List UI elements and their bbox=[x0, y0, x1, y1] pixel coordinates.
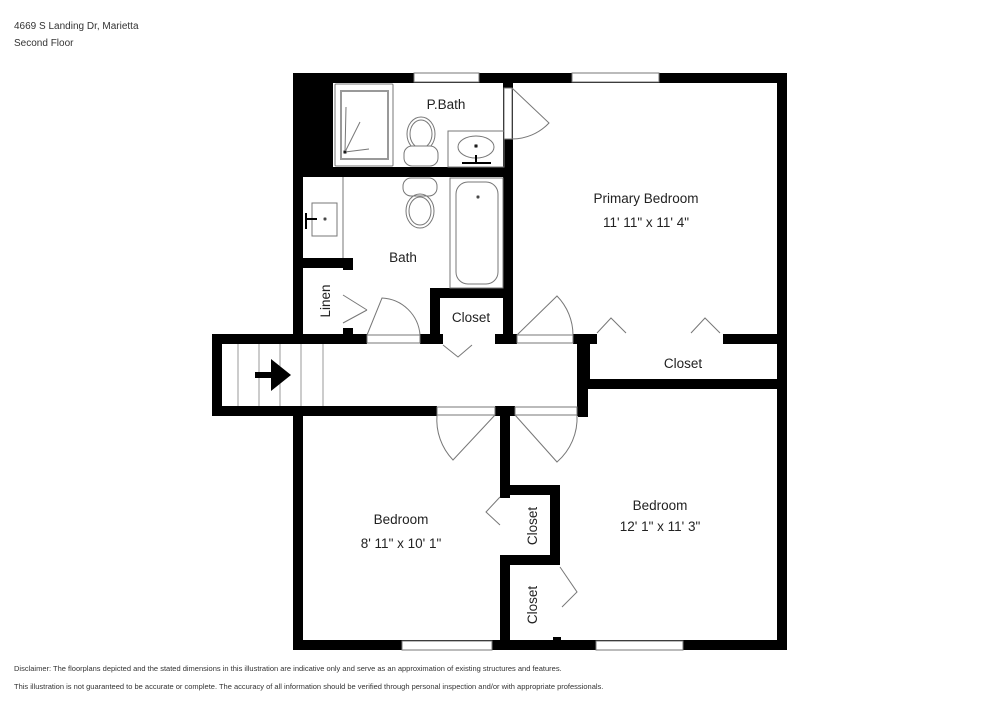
window-primary bbox=[571, 72, 660, 83]
doors bbox=[342, 87, 721, 608]
room-label-linen: Linen bbox=[318, 284, 333, 317]
sink-icon-pbath bbox=[447, 130, 505, 168]
window-bedroom-left bbox=[401, 640, 493, 651]
sink-icon-bath bbox=[305, 177, 344, 258]
bathtub-icon bbox=[449, 177, 504, 289]
floor-label: Second Floor bbox=[14, 38, 74, 49]
toilet-icon-pbath bbox=[403, 116, 439, 167]
disclaimer-line-2: This illustration is not guaranteed to b… bbox=[14, 682, 604, 691]
window-pbath bbox=[413, 72, 480, 83]
room-labels: P.Bath Primary Bedroom 11' 11" x 11' 4" … bbox=[318, 97, 702, 624]
room-label-closet-upper: Closet bbox=[525, 507, 540, 546]
room-label-primary-closet: Closet bbox=[664, 356, 703, 371]
fixtures bbox=[305, 83, 505, 289]
room-label-pbath: P.Bath bbox=[427, 97, 466, 112]
property-address: 4669 S Landing Dr, Marietta bbox=[14, 21, 139, 32]
room-label-bedroom-left: Bedroom bbox=[374, 512, 429, 527]
windows bbox=[401, 72, 684, 651]
window-bedroom-right bbox=[595, 640, 684, 651]
walls bbox=[212, 73, 787, 650]
room-label-hall-closet: Closet bbox=[452, 310, 491, 325]
room-label-primary-bedroom: Primary Bedroom bbox=[593, 191, 698, 206]
room-label-bedroom-right: Bedroom bbox=[633, 498, 688, 513]
disclaimer-line-1: Disclaimer: The floorplans depicted and … bbox=[14, 664, 562, 673]
room-dims-primary-bedroom: 11' 11" x 11' 4" bbox=[603, 215, 689, 230]
room-dims-bedroom-right: 12' 1" x 11' 3" bbox=[620, 519, 701, 534]
toilet-icon-bath bbox=[402, 177, 438, 229]
stair-direction-arrow-icon bbox=[255, 359, 291, 391]
room-dims-bedroom-left: 8' 11" x 10' 1" bbox=[361, 536, 442, 551]
room-label-closet-lower: Closet bbox=[525, 586, 540, 625]
room-label-bath: Bath bbox=[389, 250, 417, 265]
shower-icon bbox=[334, 83, 394, 167]
stairs bbox=[237, 344, 324, 406]
